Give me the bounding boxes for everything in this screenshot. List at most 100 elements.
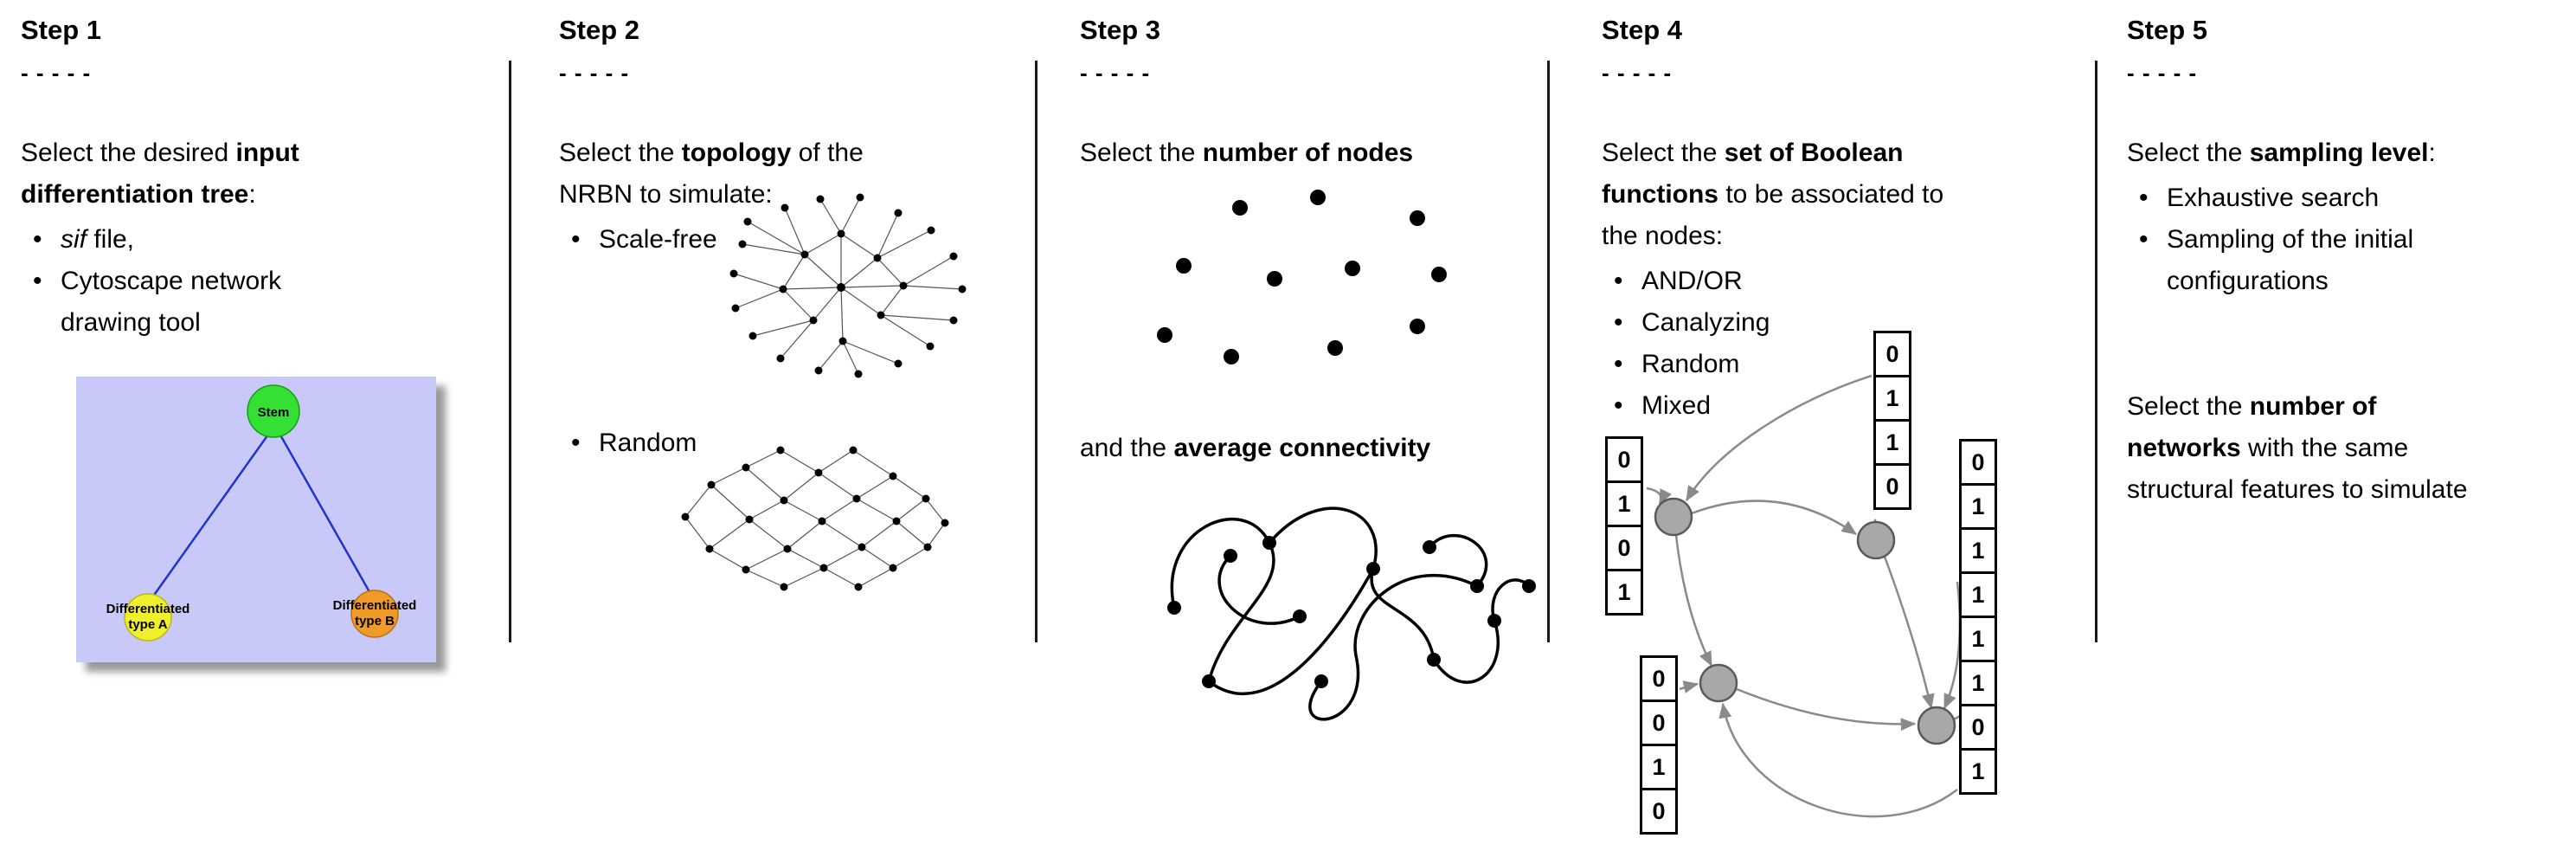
step-title: Step 4 bbox=[1602, 15, 1683, 45]
bullet-item: • AND/OR bbox=[1602, 261, 2052, 302]
differentiated-a-node bbox=[124, 593, 172, 641]
step-intro: Select the number of nodes bbox=[1080, 139, 1414, 168]
boolean-network-arrows bbox=[1646, 374, 1980, 818]
bullet-item: • Random bbox=[1602, 344, 2052, 385]
step-title: Step 5 bbox=[2127, 15, 2208, 45]
bullet-item: • Exhaustive search bbox=[2127, 177, 2576, 219]
truth-table-cell: 0 bbox=[1605, 436, 1643, 483]
scale-free-network-graphic bbox=[729, 193, 967, 378]
random-network-graphic bbox=[681, 446, 949, 591]
network-node bbox=[1654, 497, 1693, 537]
network-arrow bbox=[1685, 374, 1873, 502]
step-intro: Select the sampling level: bbox=[2127, 139, 2436, 168]
step-title: Step 1 bbox=[21, 15, 102, 45]
bullet-marker: • bbox=[2139, 184, 2149, 213]
stem-node bbox=[247, 384, 300, 438]
bullet-marker: • bbox=[1614, 267, 1623, 296]
differentiated-a-label: Differentiated bbox=[106, 602, 190, 616]
bullet-marker: • bbox=[33, 225, 42, 255]
bullet-marker: • bbox=[571, 429, 581, 458]
network-arrow bbox=[1736, 687, 1917, 732]
network-arrow bbox=[1943, 581, 1962, 710]
truth-table-cell: 1 bbox=[1959, 483, 1997, 530]
network-node bbox=[1699, 663, 1738, 703]
truth-table-cell: 1 bbox=[1959, 527, 1997, 574]
connectivity-tangle-graphic bbox=[1167, 506, 1536, 721]
differentiated-b-label: Differentiated bbox=[333, 598, 417, 613]
truth-table-cell: 1 bbox=[1873, 419, 1911, 466]
network-arrow bbox=[1646, 487, 1672, 506]
bullet-list: • AND/OR • Canalyzing • Random • Mixed bbox=[1602, 261, 2052, 427]
bullet-marker: • bbox=[1614, 391, 1623, 421]
bullet-item: • Scale-free bbox=[559, 219, 966, 261]
bullet-text: Exhaustive search bbox=[2167, 184, 2380, 213]
bullet-text: Random bbox=[599, 429, 697, 458]
network-arrow bbox=[1718, 702, 1958, 818]
truth-table-cell: 0 bbox=[1640, 699, 1678, 746]
column-divider bbox=[1035, 61, 1037, 642]
bullet-marker: • bbox=[2139, 225, 2149, 255]
truth-table-cell: 0 bbox=[1605, 525, 1643, 571]
dashed-separator: - - - - - bbox=[21, 60, 92, 87]
dashed-separator: - - - - - bbox=[559, 60, 630, 87]
nodes-scatter-graphic bbox=[1157, 190, 1447, 364]
bullet-marker: • bbox=[571, 225, 581, 255]
truth-table-cell: 1 bbox=[1959, 660, 1997, 706]
bullet-marker: • bbox=[1614, 308, 1623, 338]
network-arrow bbox=[1691, 500, 1858, 536]
bullet-text: sif file, bbox=[61, 225, 135, 255]
network-arrow bbox=[1883, 556, 1935, 710]
stem-node-label: Stem bbox=[258, 405, 290, 420]
dashed-separator: - - - - - bbox=[1080, 60, 1151, 87]
truth-table-cell: 0 bbox=[1873, 463, 1911, 510]
dashed-separator: - - - - - bbox=[2127, 60, 2198, 87]
truth-table-cell: 1 bbox=[1605, 569, 1643, 616]
step-4-column: Step 4 - - - - - Select the set of Boole… bbox=[1602, 14, 2052, 427]
differentiated-b-label: type B bbox=[355, 614, 395, 629]
differentiation-tree-graphic: Stem Differentiated type A Differentiate… bbox=[106, 384, 417, 641]
bullet-list: • Scale-free • Random bbox=[559, 219, 966, 464]
truth-table-cell: 0 bbox=[1640, 788, 1678, 835]
bullet-list: • Exhaustive search • Sampling of the in… bbox=[2127, 177, 2576, 302]
truth-table-cell: 0 bbox=[1873, 331, 1911, 377]
truth-table-cell: 1 bbox=[1959, 571, 1997, 618]
column-divider bbox=[509, 61, 511, 642]
tree-edge bbox=[277, 431, 374, 597]
network-arrow bbox=[1674, 534, 1713, 667]
step-second-text: and the average connectivity bbox=[1080, 434, 1431, 462]
bullet-marker: • bbox=[33, 267, 42, 296]
column-divider bbox=[2095, 61, 2097, 642]
bullet-item: • Canalyzing bbox=[1602, 302, 2052, 344]
bullet-item: • Mixed bbox=[1602, 385, 2052, 427]
step-5-column: Step 5 - - - - - Select the sampling lev… bbox=[2127, 14, 2576, 504]
differentiation-tree-figure: Stem Differentiated type A Differentiate… bbox=[76, 377, 436, 662]
truth-table-cell: 0 bbox=[1959, 439, 1997, 486]
tree-edge bbox=[149, 431, 272, 601]
bullet-text: Random bbox=[1641, 350, 1740, 379]
truth-table-cell: 0 bbox=[1959, 704, 1997, 751]
truth-table-cell: 1 bbox=[1640, 744, 1678, 790]
bullet-text: Scale-free bbox=[599, 225, 717, 255]
truth-table-cell: 1 bbox=[1959, 748, 1997, 795]
step-title: Step 2 bbox=[559, 15, 640, 45]
network-arrow bbox=[1679, 680, 1699, 693]
bullet-text: Canalyzing bbox=[1641, 308, 1770, 338]
network-node bbox=[1856, 520, 1896, 560]
truth-table-cell: 1 bbox=[1605, 480, 1643, 527]
bullet-item: • sif file, bbox=[21, 219, 502, 261]
bullet-item: • Random bbox=[559, 422, 966, 464]
column-divider bbox=[1547, 61, 1550, 642]
